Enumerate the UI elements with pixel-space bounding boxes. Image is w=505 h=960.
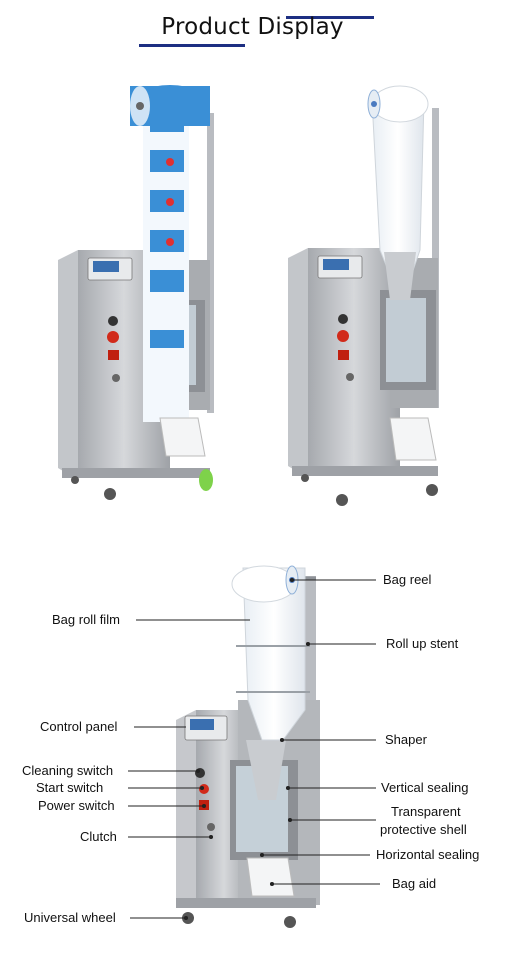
label-clutch: Clutch: [80, 829, 117, 844]
label-power-switch: Power switch: [38, 798, 115, 813]
label-start-switch: Start switch: [36, 780, 104, 795]
label-cleaning-switch: Cleaning switch: [22, 763, 114, 778]
label-bag-roll-film: Bag roll film: [52, 612, 120, 627]
label-transparent-line2: protective shell: [380, 822, 467, 837]
label-roll-up-stent: Roll up stent: [386, 636, 459, 651]
callout-leader-lines: [128, 577, 380, 921]
label-transparent-line1: Transparent: [391, 804, 461, 819]
label-control-panel: Control panel: [40, 719, 118, 734]
title-accent-bar-top: [286, 16, 374, 19]
page-title: Product Display: [161, 14, 344, 40]
machine-white-film: [288, 85, 439, 506]
label-vertical-sealing: Vertical sealing: [381, 780, 469, 795]
machine-blue-film: [58, 85, 214, 500]
label-bag-reel: Bag reel: [383, 572, 432, 587]
label-bag-aid: Bag aid: [392, 876, 437, 891]
title-accent-bar-bottom: [139, 44, 245, 47]
label-universal-wheel: Universal wheel: [24, 910, 116, 925]
label-shaper: Shaper: [385, 732, 427, 747]
label-horizontal-sealing: Horizontal sealing: [376, 847, 480, 862]
